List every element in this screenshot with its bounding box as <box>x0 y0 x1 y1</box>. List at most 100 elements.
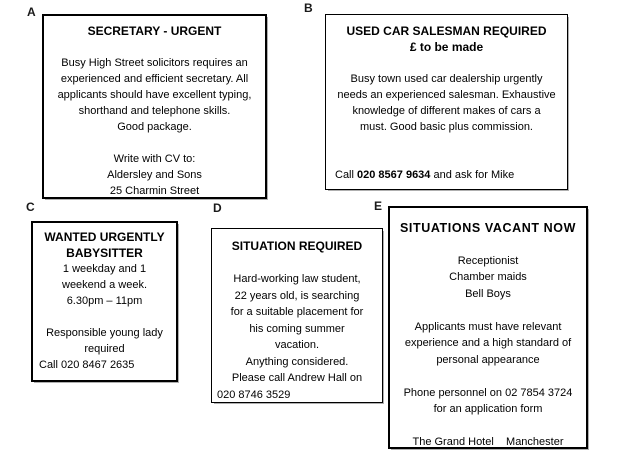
text-segment: Aldersley and Sons <box>107 169 202 181</box>
ad-text-line: for an application form <box>394 401 582 418</box>
ad-title-block: SITUATIONS VACANT NOW <box>394 220 582 236</box>
ad-text-line: 22 years old, is searching <box>217 288 377 305</box>
text-segment: Write with CV to: <box>113 153 196 165</box>
ad-title-block: WANTED URGENTLY BABYSITTER <box>37 229 172 261</box>
ad-title-line: SITUATION REQUIRED <box>231 239 363 253</box>
ad-title-line: SECRETARY - URGENT <box>87 24 222 38</box>
text-segment: his coming summer <box>249 322 345 335</box>
text-segment: personal appearance <box>436 353 540 366</box>
text-segment: Anything considered. <box>245 355 349 368</box>
ad-text-line: The Grand Hotel Manchester <box>394 434 582 448</box>
ad-text-line: Phone personnel on 02 7854 3724 <box>394 385 582 402</box>
ad-label-e: E <box>374 199 383 213</box>
text-segment: knowledge of different makes of cars a <box>352 105 541 117</box>
ad-body: Hard-working law student, 22 years old, i… <box>217 255 377 403</box>
ad-text-line <box>394 236 582 253</box>
ad-label-c: C <box>26 200 35 214</box>
text-segment: Hard-working law student, <box>233 273 361 285</box>
ad-title-line: USED CAR SALESMAN REQUIRED <box>346 24 547 38</box>
text-segment: Responsible young lady <box>46 327 163 339</box>
text-segment: Call 020 8467 2635 <box>39 359 135 371</box>
ad-title-line: £ to be made <box>409 40 484 54</box>
ad-body: Busy High Street solicitors requires an e… <box>48 39 261 197</box>
text-segment: Applicants must have relevant <box>414 320 562 333</box>
text-segment: Call <box>335 169 358 181</box>
ad-title-line: WANTED URGENTLY <box>44 230 165 244</box>
text-segment: Receptionist <box>457 254 519 267</box>
ad-text-line: needs an experienced salesman. Exhaustiv… <box>330 87 563 103</box>
ad-label-d: D <box>213 201 222 215</box>
ad-text-line <box>330 55 563 71</box>
ad-text-line <box>330 135 563 151</box>
text-segment: Chamber maids <box>449 271 527 283</box>
ad-box-d: SITUATION REQUIRED Hard-working law stud… <box>211 228 383 403</box>
ad-text-line <box>37 309 172 325</box>
ad-text-line: 1 weekday and 1 <box>37 261 172 277</box>
text-segment: 1 weekday and 1 <box>62 263 147 275</box>
ad-text-line: Busy High Street solicitors requires an <box>48 55 261 71</box>
ad-text-line: Call 020 8467 2635 <box>37 357 172 373</box>
text-segment: 25 Charmin Street <box>109 185 200 197</box>
text-segment: Please call Andrew Hall on <box>231 372 363 384</box>
text-segment: for an application form <box>433 403 543 415</box>
text-segment: shorthand and telephone skills. <box>78 105 231 117</box>
text-segment: experienced and efficient secretary. All <box>60 73 249 85</box>
ad-text-line <box>394 418 582 435</box>
ad-text-line: vacation. <box>217 337 377 354</box>
ad-box-b: USED CAR SALESMAN REQUIRED £ to be made B… <box>325 14 568 190</box>
ad-body: 1 weekday and 1 weekend a week. 6.30pm – 1… <box>37 261 172 373</box>
ad-text-line: must. Good basic plus commission. <box>330 119 563 135</box>
ad-box-c: WANTED URGENTLY BABYSITTER 1 weekday and … <box>31 221 178 382</box>
text-segment: 22 years old, is searching <box>234 289 360 302</box>
ad-text-line: Responsible young lady <box>37 325 172 341</box>
text-segment: experience and a high standard of <box>404 337 572 349</box>
ad-title-block: SECRETARY - URGENT <box>48 23 261 39</box>
ad-text-line: 020 8746 3529 <box>217 387 377 403</box>
text-segment: vacation. <box>274 339 320 351</box>
text-segment: and ask for Mike <box>430 169 515 181</box>
ad-text-line <box>394 368 582 385</box>
ad-text-line: Write with CV to: <box>48 151 261 167</box>
ad-text-line: weekend a week. <box>37 277 172 293</box>
ad-body: Busy town used car dealership urgently ne… <box>330 55 563 183</box>
ad-text-line: Busy town used car dealership urgently <box>330 71 563 87</box>
text-segment: applicants should have excellent typing, <box>57 89 252 101</box>
ad-title-block: SITUATION REQUIRED <box>217 238 377 255</box>
ad-text-line: experience and a high standard of <box>394 335 582 352</box>
ad-text-line: Receptionist <box>394 253 582 270</box>
text-segment: for a suitable placement for <box>230 306 364 318</box>
ad-text-line: Anything considered. <box>217 354 377 371</box>
text-segment: The Grand Hotel Manchester <box>412 436 564 448</box>
ad-text-line: shorthand and telephone skills. <box>48 103 261 119</box>
ad-text-line: Hard-working law student, <box>217 271 377 288</box>
text-segment: needs an experienced salesman. Exhaustiv… <box>337 89 556 101</box>
ad-label-b: B <box>304 1 313 15</box>
ad-title-line: BABYSITTER <box>66 246 143 260</box>
ad-text-line <box>48 39 261 55</box>
ad-box-a: SECRETARY - URGENT Busy High Street soli… <box>42 14 267 199</box>
ad-text-line: Call 020 8567 9634 and ask for Mike <box>330 167 563 183</box>
ad-text-line: Please call Andrew Hall on <box>217 370 377 387</box>
ad-text-line: for a suitable placement for <box>217 304 377 321</box>
text-segment: Busy High Street solicitors requires an <box>61 57 248 69</box>
text-segment: Busy town used car dealership urgently <box>350 73 543 85</box>
ad-text-line: experienced and efficient secretary. All <box>48 71 261 87</box>
text-segment: weekend a week. <box>62 279 147 291</box>
ad-text-line <box>217 255 377 272</box>
ad-text-line: Good package. <box>48 119 261 135</box>
ad-text-line: his coming summer <box>217 321 377 338</box>
phone-number-bold: 020 8567 9634 <box>357 169 431 181</box>
ad-title-block: USED CAR SALESMAN REQUIRED £ to be made <box>330 23 563 55</box>
text-segment: 6.30pm – 11pm <box>66 295 143 307</box>
ad-text-line: 25 Charmin Street <box>48 183 261 197</box>
text-segment: 020 8746 3529 <box>217 388 291 401</box>
text-segment: Phone personnel on 02 7854 3724 <box>403 386 573 399</box>
ad-text-line <box>394 302 582 319</box>
ad-text-line: Aldersley and Sons <box>48 167 261 183</box>
ad-label-a: A <box>27 5 36 19</box>
ad-text-line <box>330 151 563 167</box>
text-segment: must. Good basic plus commission. <box>359 121 533 133</box>
